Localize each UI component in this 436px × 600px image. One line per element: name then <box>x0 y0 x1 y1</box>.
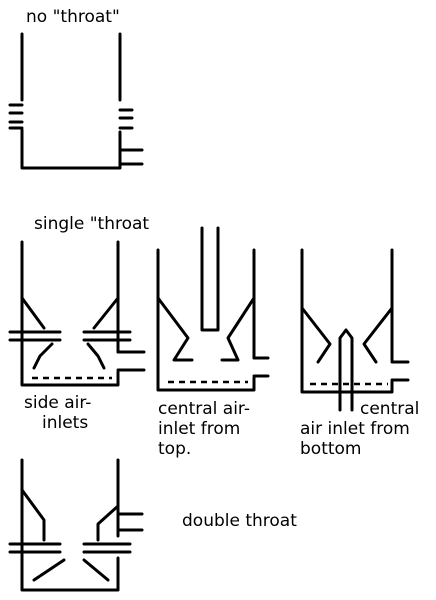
central-bottom-inlet-diagram <box>300 248 410 412</box>
label-central-bottom-line1: central <box>360 399 419 419</box>
label-side-air-line1: side air- <box>24 393 91 413</box>
label-single-throat: single "throat <box>34 214 149 234</box>
no-throat-diagram <box>8 32 144 170</box>
label-no-throat: no "throat" <box>26 7 120 27</box>
central-top-inlet-diagram <box>156 226 270 392</box>
label-central-bottom-line2: air inlet from <box>300 419 410 439</box>
side-inlet-diagram <box>8 240 146 387</box>
label-central-top-line2: inlet from <box>158 419 240 439</box>
label-double-throat: double throat <box>182 511 297 531</box>
label-central-top-line3: top. <box>158 439 191 459</box>
label-side-air-line2: inlets <box>42 413 88 433</box>
double-throat-diagram <box>8 458 144 592</box>
label-central-top-line1: central air- <box>158 399 250 419</box>
label-central-bottom-line3: bottom <box>300 439 361 459</box>
